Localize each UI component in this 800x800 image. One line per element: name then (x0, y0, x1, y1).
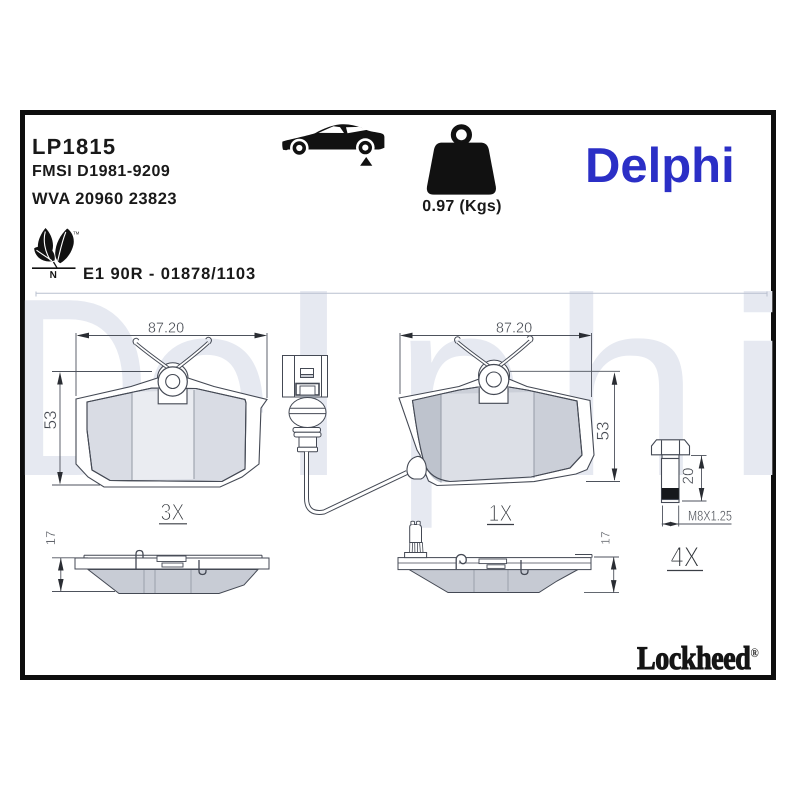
svg-text:17: 17 (43, 531, 58, 545)
svg-text:1X: 1X (489, 500, 513, 526)
svg-text:M8X1.25: M8X1.25 (688, 508, 732, 524)
svg-text:4X: 4X (671, 542, 700, 574)
svg-text:TM: TM (73, 231, 80, 236)
svg-text:17: 17 (599, 531, 613, 545)
svg-text:i: i (722, 245, 794, 529)
svg-text:87.20: 87.20 (496, 321, 532, 337)
svg-text:20: 20 (680, 468, 697, 485)
svg-text:N: N (50, 270, 57, 281)
svg-text:3X: 3X (161, 499, 185, 525)
svg-text:87.20: 87.20 (148, 321, 184, 337)
svg-text:53: 53 (41, 411, 60, 430)
svg-text:53: 53 (594, 422, 613, 441)
